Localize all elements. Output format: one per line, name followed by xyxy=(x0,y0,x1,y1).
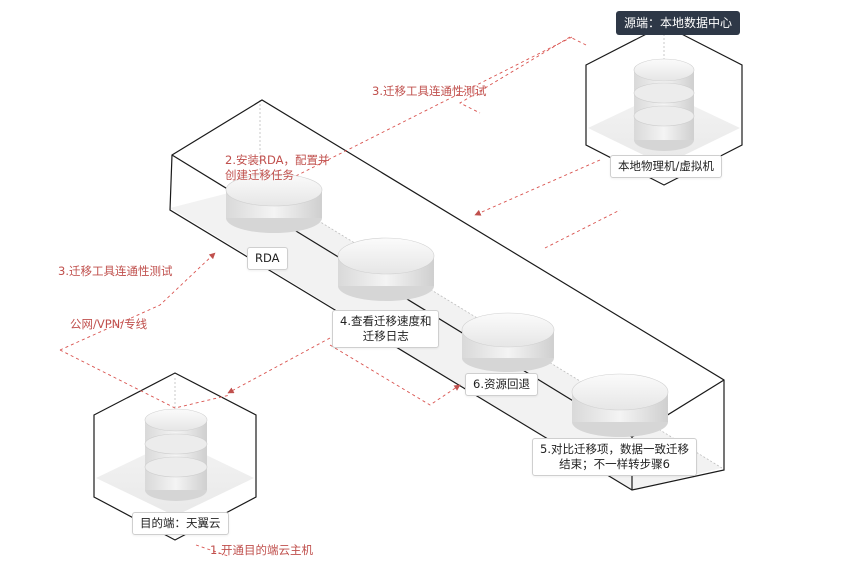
compare-disc-icon xyxy=(571,373,669,437)
source-database-icon xyxy=(633,58,695,151)
view-speed-line-1: 4.查看迁移速度和 xyxy=(340,314,432,328)
link-prism-to-bottom xyxy=(329,344,461,406)
compare-line-1: 5.对比迁移项，数据一致迁移 xyxy=(540,442,689,456)
link-rda-test-top xyxy=(267,36,573,191)
rollback-node-label: 6.资源回退 xyxy=(465,373,538,396)
annotation-install-line-1: 2.安装RDA，配置并 xyxy=(225,153,330,167)
compare-line-2: 结束；不一样转步骤6 xyxy=(559,457,670,471)
link-network-to-target xyxy=(227,337,331,394)
source-node-label: 本地物理机/虚拟机 xyxy=(610,155,722,178)
rda-disc-icon xyxy=(225,173,323,233)
view-speed-node-label: 4.查看迁移速度和 迁移日志 xyxy=(332,310,440,348)
link-to-rda-arrow xyxy=(474,159,601,216)
annotation-test-top: 3.迁移工具连通性测试 xyxy=(372,84,487,98)
link-prism-right xyxy=(544,209,621,249)
annotation-install: 2.安装RDA，配置并 创建迁移任务 xyxy=(225,153,329,183)
compare-node-label: 5.对比迁移项，数据一致迁移 结束；不一样转步骤6 xyxy=(532,438,697,476)
annotation-network: 公网/VPN/专线 xyxy=(70,317,148,331)
target-database-icon xyxy=(144,408,208,501)
dashed-connectors xyxy=(59,36,621,557)
view-speed-line-2: 迁移日志 xyxy=(362,329,409,343)
view-speed-disc-icon xyxy=(337,237,435,301)
annotation-open-host: 1.开通目的端云主机 xyxy=(210,543,313,557)
rda-node-label: RDA xyxy=(247,247,288,270)
source-badge: 源端：本地数据中心 xyxy=(616,11,741,35)
target-node-label: 目的端：天翼云 xyxy=(132,512,229,535)
rollback-disc-icon xyxy=(461,312,555,372)
link-left-test xyxy=(59,252,216,351)
annotation-test-left: 3.迁移工具连通性测试 xyxy=(58,264,173,278)
annotation-install-line-2: 创建迁移任务 xyxy=(225,168,294,182)
link-source-to-prism-top xyxy=(459,36,587,114)
link-left-loop xyxy=(59,349,231,409)
